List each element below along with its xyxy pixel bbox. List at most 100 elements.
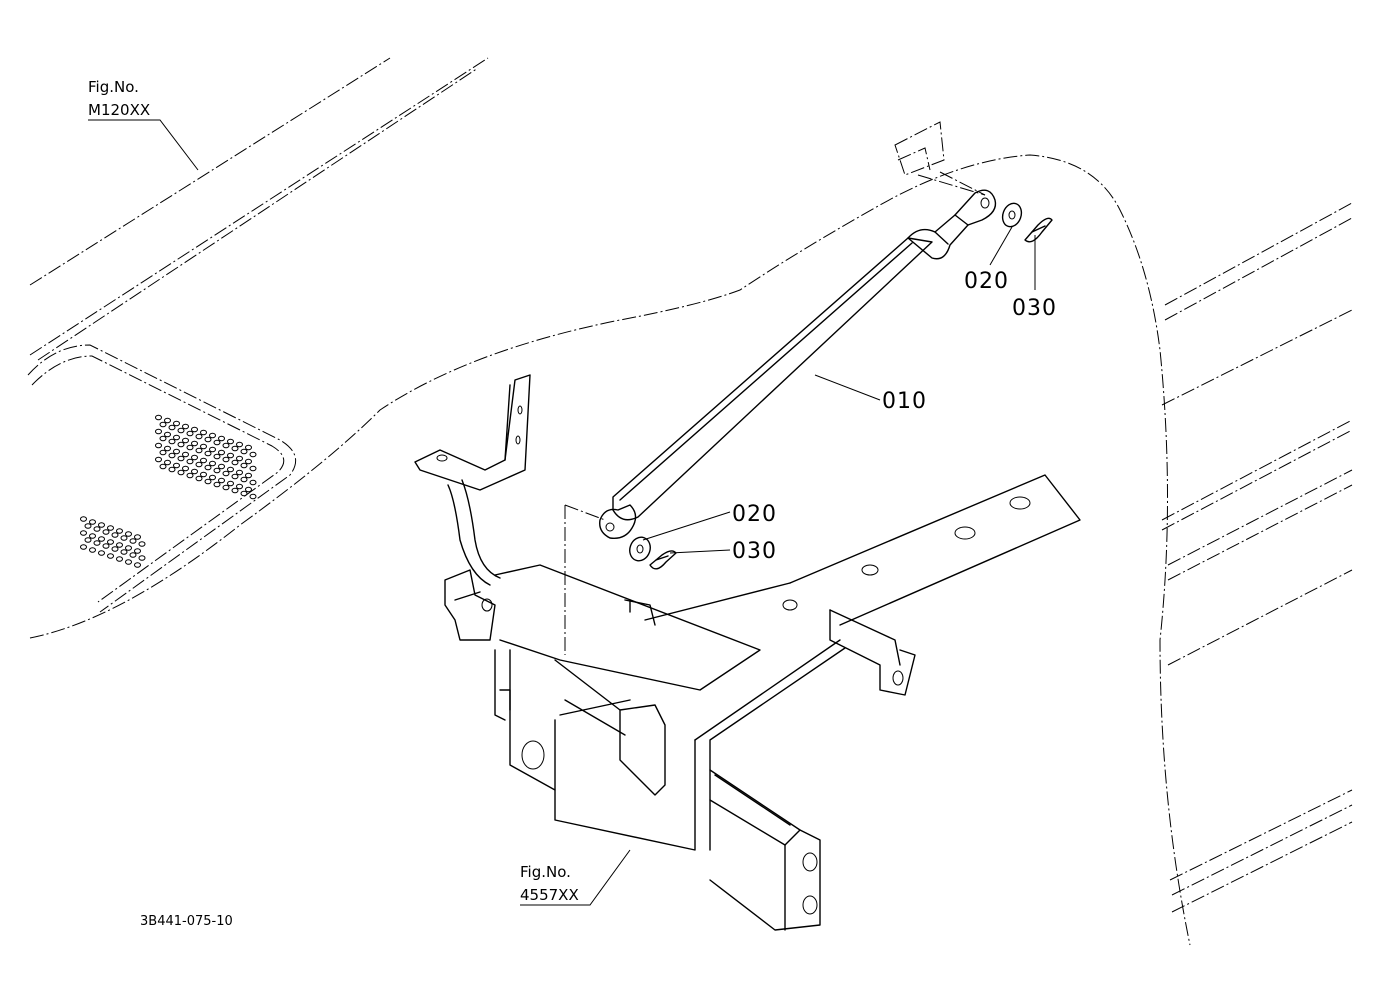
grille-hole [186, 458, 194, 465]
grille-hole [120, 535, 128, 541]
grille-hole [155, 442, 162, 449]
grille-hole [84, 537, 92, 543]
grille-hole [155, 414, 162, 421]
grille-hole [231, 445, 239, 452]
grille-hole [191, 468, 198, 475]
callout-030-lower: 030 [732, 539, 777, 564]
grille-hole [93, 526, 101, 532]
grille-hole [222, 456, 230, 463]
grille-hole [245, 472, 252, 479]
grille-hole [231, 459, 239, 466]
grille-hole [236, 483, 243, 490]
grille-hole [240, 448, 248, 455]
grille-hole [213, 467, 221, 474]
grille-hole [204, 436, 212, 443]
grille-hole [138, 555, 146, 561]
leader-lines [88, 119, 1036, 906]
grille-hole [173, 448, 180, 455]
grille-hole [195, 475, 203, 482]
grille-hole [186, 472, 194, 479]
grille-hole [191, 454, 198, 461]
grille-hole [111, 546, 119, 552]
grille-hole [125, 545, 132, 551]
grille-hole [125, 531, 132, 537]
grille-hole [222, 470, 230, 477]
grille-hole [182, 451, 189, 458]
grille-hole [240, 490, 248, 497]
grille-hole [168, 452, 176, 459]
grille-hole [159, 449, 167, 456]
grille-hole [213, 439, 221, 446]
grille-hole [107, 539, 114, 545]
grille-hole [245, 444, 252, 451]
grille-hole [209, 432, 216, 439]
grille-hole [249, 451, 257, 458]
grille-hole [155, 456, 162, 463]
grille-hole [89, 533, 96, 539]
grille-hole [116, 542, 123, 548]
grille-hole [218, 477, 225, 484]
grille-hole [218, 435, 225, 442]
hood-panel-phantom [27, 57, 1191, 946]
grille-hole [129, 538, 137, 544]
center-lines [564, 171, 986, 655]
grille-hole [134, 562, 141, 568]
grille-hole [245, 458, 252, 465]
grille-hole [89, 547, 96, 553]
washer-020-upper [1001, 202, 1023, 228]
grille-hole [249, 493, 257, 500]
grille-hole [200, 429, 207, 436]
grille-hole [177, 427, 185, 434]
grille-hole [102, 543, 110, 549]
grille-hole [164, 459, 171, 466]
grille-hole [200, 457, 207, 464]
side-panel-phantom [1161, 202, 1353, 913]
grille-hole [186, 444, 194, 451]
grille-hole [168, 466, 176, 473]
grille-hole [93, 540, 101, 546]
grille-hole [204, 464, 212, 471]
grille-hole [116, 556, 123, 562]
grille-hole [177, 441, 185, 448]
grille-hole [204, 478, 212, 485]
grille-hole [240, 462, 248, 469]
grille-hole [107, 525, 114, 531]
grille-hole [138, 541, 146, 547]
callout-010: 010 [882, 389, 927, 414]
upper-mount-bracket [894, 121, 986, 196]
grille-hole [159, 421, 167, 428]
grille-hole [195, 433, 203, 440]
grille-hole [134, 548, 141, 554]
fig-ref-lower-code: 4557XX [520, 886, 579, 904]
grille-hole [186, 430, 194, 437]
grille-hole [80, 544, 87, 550]
washer-020-lower [629, 536, 651, 562]
grille-hole [209, 460, 216, 467]
grille-holes-upper [155, 414, 257, 500]
grille-hole [84, 523, 92, 529]
support-frame [414, 374, 1081, 931]
grille-hole [195, 447, 203, 454]
grille-hole [173, 434, 180, 441]
grille-hole [98, 550, 105, 556]
grille-holes-lower [80, 516, 146, 568]
grille-hole [80, 516, 87, 522]
callout-030-upper: 030 [1012, 296, 1057, 321]
grille-hole [200, 471, 207, 478]
grille-hole [159, 463, 167, 470]
grille-hole [168, 438, 176, 445]
grille-hole [89, 519, 96, 525]
grille-hole [98, 536, 105, 542]
grille-hole [222, 442, 230, 449]
grille-hole [213, 481, 221, 488]
callout-020-lower: 020 [732, 502, 777, 527]
grille-hole [227, 466, 234, 473]
grille-hole [209, 474, 216, 481]
grille-hole [134, 534, 141, 540]
grille-hole [98, 522, 105, 528]
fig-ref-lower-prefix: Fig.No. [520, 863, 571, 881]
grille-hole [107, 553, 114, 559]
grille-hole [155, 428, 162, 435]
grille-hole [102, 529, 110, 535]
